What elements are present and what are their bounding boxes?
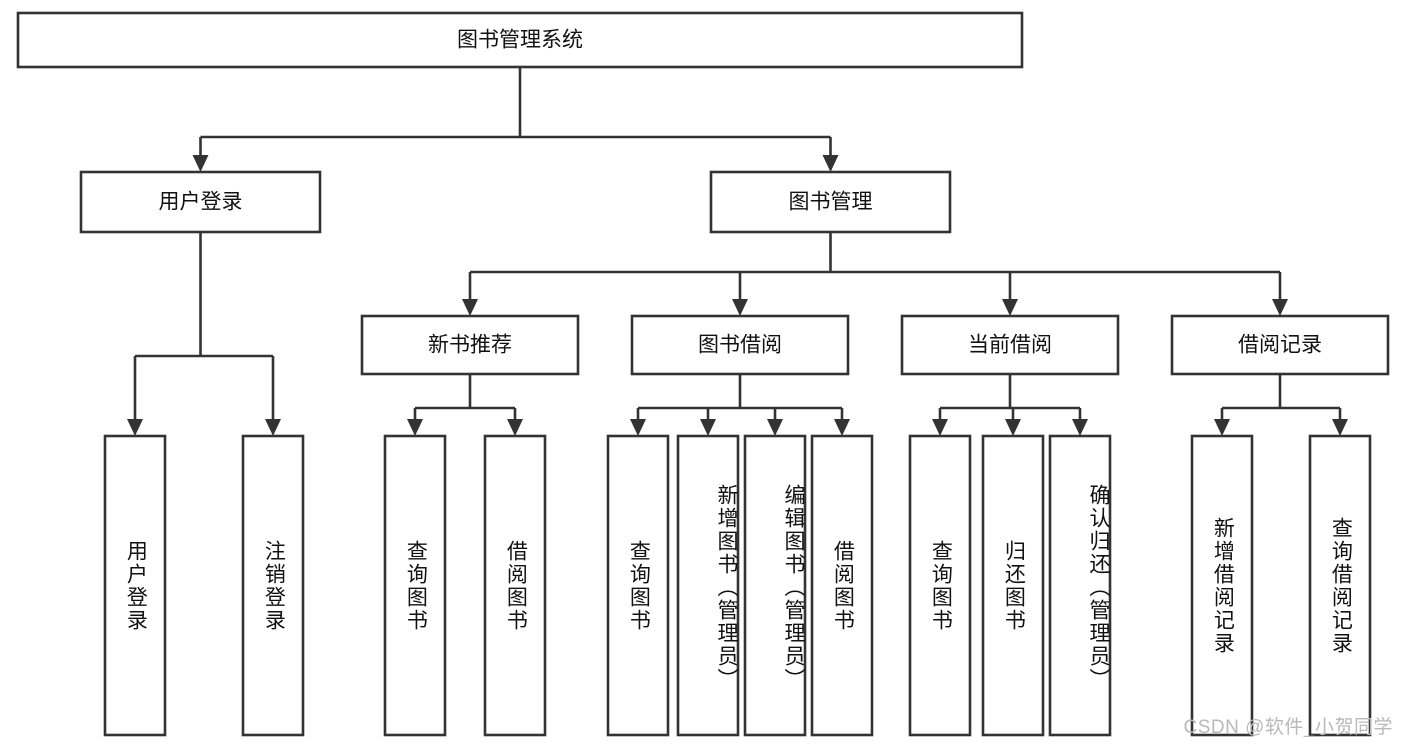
leaf-book-borrow-arrow-icon-0	[630, 419, 646, 436]
node-leaf-borrow-book-1[interactable]	[483, 434, 547, 737]
leaf-book-borrow-arrow-icon-1	[700, 419, 716, 436]
node-leaf-borrow-book-2[interactable]	[810, 434, 874, 737]
book-manage-arrow-icon-1	[732, 299, 748, 316]
book-manage-arrow-icon-0	[462, 299, 478, 316]
node-current-borrow-label: 当前借阅	[968, 334, 1052, 357]
leaf-borrow-record-arrow-icon-0	[1214, 419, 1230, 436]
leaf-current-borrow-arrow-icon-1	[1005, 419, 1021, 436]
node-leaf-add-book[interactable]	[676, 434, 740, 737]
leaf-current-borrow-arrow-icon-0	[932, 419, 948, 436]
node-leaf-add-record[interactable]	[1190, 434, 1254, 737]
node-root[interactable]: 图书管理系统	[16, 11, 1024, 69]
leaf-book-borrow-arrow-icon-2	[767, 419, 783, 436]
node-root-label: 图书管理系统	[457, 29, 583, 52]
node-book-borrow-label: 图书借阅	[698, 334, 782, 357]
node-leaf-query-book-3[interactable]	[908, 434, 972, 737]
node-leaf-query-book-1[interactable]	[383, 434, 447, 737]
node-leaf-return-book[interactable]	[981, 434, 1045, 737]
leaf-current-borrow-arrow-icon-2	[1072, 419, 1088, 436]
node-user-login-label: 用户登录	[159, 191, 243, 214]
node-book-manage[interactable]: 图书管理	[709, 170, 952, 234]
node-borrow-record[interactable]: 借阅记录	[1170, 314, 1390, 376]
leaf-new-book-recommend-arrow-icon-0	[407, 419, 423, 436]
root-arrow-icon-0	[192, 155, 209, 172]
node-leaf-user-login[interactable]	[103, 434, 167, 737]
book-manage-arrow-icon-3	[1272, 299, 1288, 316]
node-leaf-logout[interactable]	[241, 434, 305, 737]
leaf-book-borrow-arrow-icon-3	[834, 419, 850, 436]
node-borrow-record-label: 借阅记录	[1238, 334, 1322, 357]
root-arrow-icon-1	[822, 155, 839, 172]
node-leaf-query-book-2[interactable]	[606, 434, 670, 737]
node-book-borrow[interactable]: 图书借阅	[630, 314, 850, 376]
node-new-book-recommend-label: 新书推荐	[428, 334, 512, 357]
node-leaf-query-record[interactable]	[1308, 434, 1372, 737]
node-leaf-edit-book[interactable]	[743, 434, 807, 737]
node-leaf-confirm-return[interactable]	[1048, 434, 1112, 737]
node-new-book-recommend[interactable]: 新书推荐	[360, 314, 580, 376]
leaf-user-login-arrow-icon-1	[265, 419, 281, 436]
leaf-new-book-recommend-arrow-icon-1	[507, 419, 523, 436]
book-manage-arrow-icon-2	[1002, 299, 1018, 316]
node-current-borrow[interactable]: 当前借阅	[900, 314, 1120, 376]
leaf-borrow-record-arrow-icon-1	[1332, 419, 1348, 436]
node-book-manage-label: 图书管理	[789, 191, 873, 214]
leaf-user-login-arrow-icon-0	[127, 419, 143, 436]
node-user-login[interactable]: 用户登录	[79, 170, 322, 234]
